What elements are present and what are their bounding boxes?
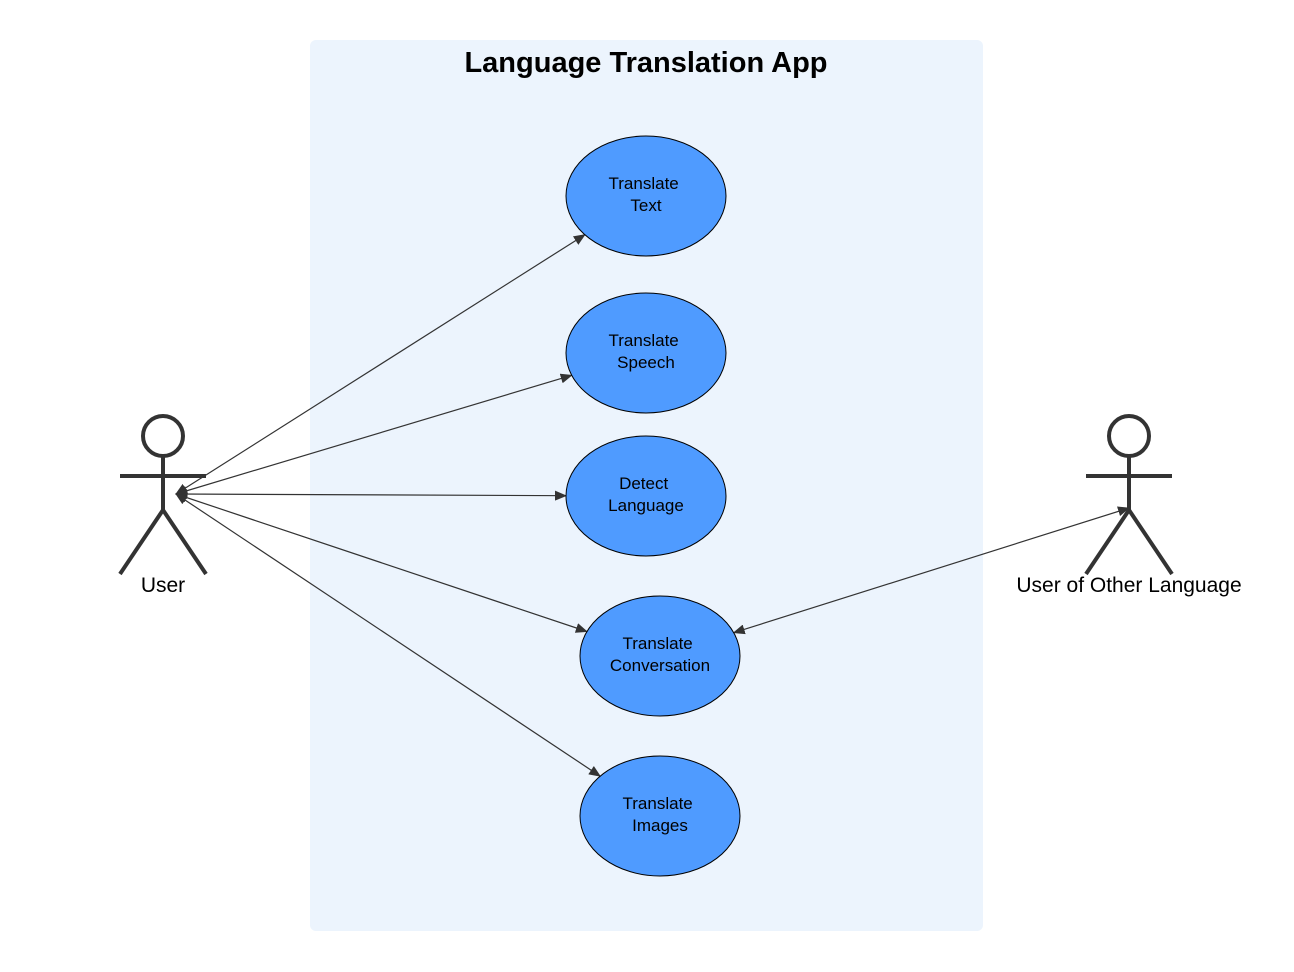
use-case-label-line: Translate: [623, 794, 693, 813]
stick-figure-icon: [118, 414, 208, 576]
svg-text:Detect Language: Detect Language: [608, 474, 684, 515]
actor-user[interactable]: User: [118, 414, 208, 597]
use-case-translate-text[interactable]: Translate Text: [565, 135, 727, 257]
use-case-label-line: Detect: [619, 474, 668, 493]
associations: [175, 234, 1130, 777]
actor-label: User: [141, 574, 185, 597]
use-case-label-line: Text: [630, 196, 661, 215]
use-case-label-line: Speech: [617, 353, 675, 372]
association-line: [732, 506, 1130, 635]
stick-figure-icon: [1084, 414, 1174, 576]
use-case-translate-speech[interactable]: Translate Speech: [565, 292, 727, 414]
use-case-label-line: Translate: [609, 174, 679, 193]
association-line: [175, 373, 573, 496]
svg-text:Translate Speech: Translate Speech: [609, 331, 684, 372]
use-case-label-line: Language: [608, 496, 684, 515]
use-case-label-line: Translate: [609, 331, 679, 350]
svg-text:Translate Images: Translate Images: [623, 794, 698, 835]
use-case-translate-conversation[interactable]: Translate Conversation: [579, 595, 741, 717]
use-case-detect-language[interactable]: Detect Language: [565, 435, 727, 557]
use-case-label-line: Images: [632, 816, 688, 835]
use-case-label-line: Conversation: [610, 656, 710, 675]
association-line: [175, 493, 602, 777]
svg-text:Translate Text: Translate Text: [609, 174, 684, 215]
actor-label: User of Other Language: [1016, 574, 1241, 597]
use-case-label-line: Translate: [623, 634, 693, 653]
svg-text:Translate Conversation: Translate Conversation: [610, 634, 710, 675]
actor-user-of-other-language[interactable]: User of Other Language: [1016, 414, 1242, 597]
system-title: Language Translation App: [464, 47, 827, 79]
use-case-translate-images[interactable]: Translate Images: [579, 755, 741, 877]
